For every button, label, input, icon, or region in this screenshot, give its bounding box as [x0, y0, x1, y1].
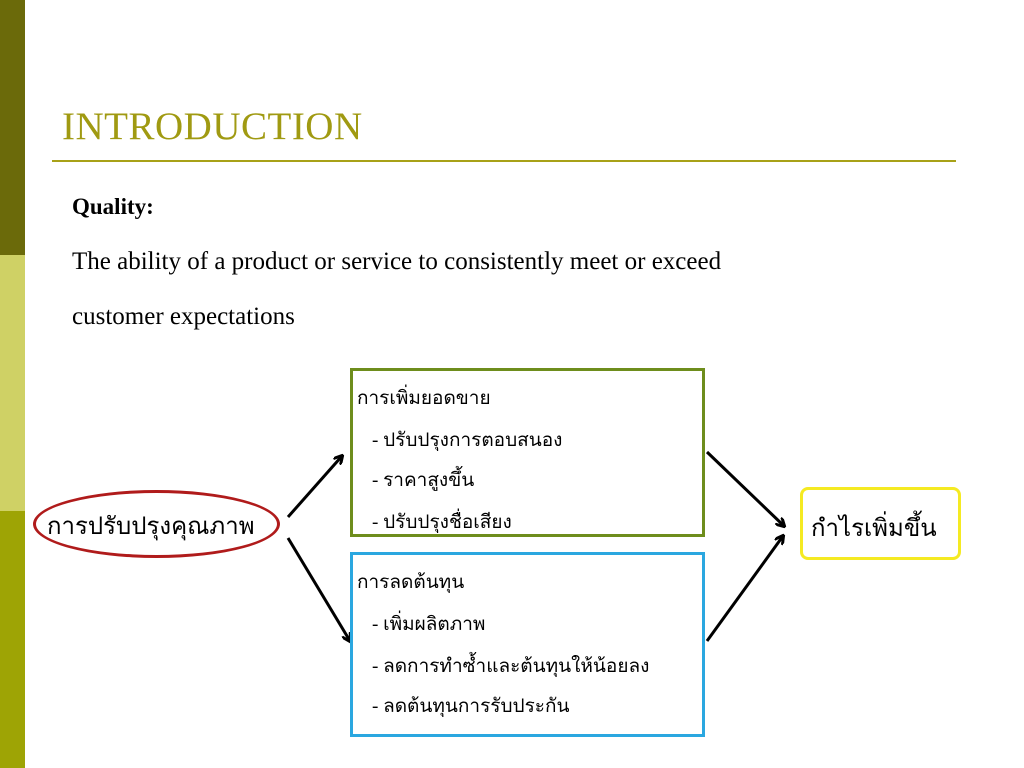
sidebar-band-olive: [0, 511, 25, 768]
slide-sidebar: [0, 0, 25, 768]
reduce-cost-item-2: - ลดการทำซ้ำและต้นทุนให้น้อยลง: [372, 656, 650, 677]
definition-term: Quality:: [72, 194, 154, 219]
quality-improvement-oval: [33, 490, 280, 558]
arrow-to-sales: [286, 456, 342, 518]
definition-line-2: customer expectations: [72, 303, 295, 330]
increase-sales-box: การเพิ่มยอดขาย - ปรับปรุงการตอบสนอง - รา…: [350, 368, 705, 537]
reduce-cost-item-1: - เพิ่มผลิตภาพ: [372, 614, 486, 635]
arrow-to-cost: [286, 537, 350, 641]
increase-sales-heading: การเพิ่มยอดขาย: [357, 388, 491, 409]
profit-increase-label: กำไรเพิ่มขึ้น: [811, 516, 937, 542]
sidebar-band-light: [0, 255, 25, 511]
arrow-sales-to-profit: [705, 450, 784, 526]
definition-line-1: The ability of a product or service to c…: [72, 248, 722, 275]
sidebar-band-dark: [0, 0, 25, 255]
title-divider: [52, 160, 956, 162]
reduce-cost-box: การลดต้นทุน - เพิ่มผลิตภาพ - ลดการทำซ้ำแ…: [350, 552, 705, 737]
quality-improvement-label: การปรับปรุงคุณภาพ: [47, 514, 255, 540]
reduce-cost-item-3: - ลดต้นทุนการรับประกัน: [372, 696, 570, 717]
profit-increase-box: [800, 487, 961, 560]
increase-sales-item-1: - ปรับปรุงการตอบสนอง: [372, 430, 563, 451]
arrow-cost-to-profit: [705, 536, 783, 642]
increase-sales-item-2: - ราคาสูงขึ้น: [372, 470, 475, 491]
reduce-cost-heading: การลดต้นทุน: [357, 572, 465, 593]
increase-sales-item-3: - ปรับปรุงชื่อเสียง: [372, 512, 512, 533]
slide-title: INTRODUCTION: [62, 105, 363, 148]
